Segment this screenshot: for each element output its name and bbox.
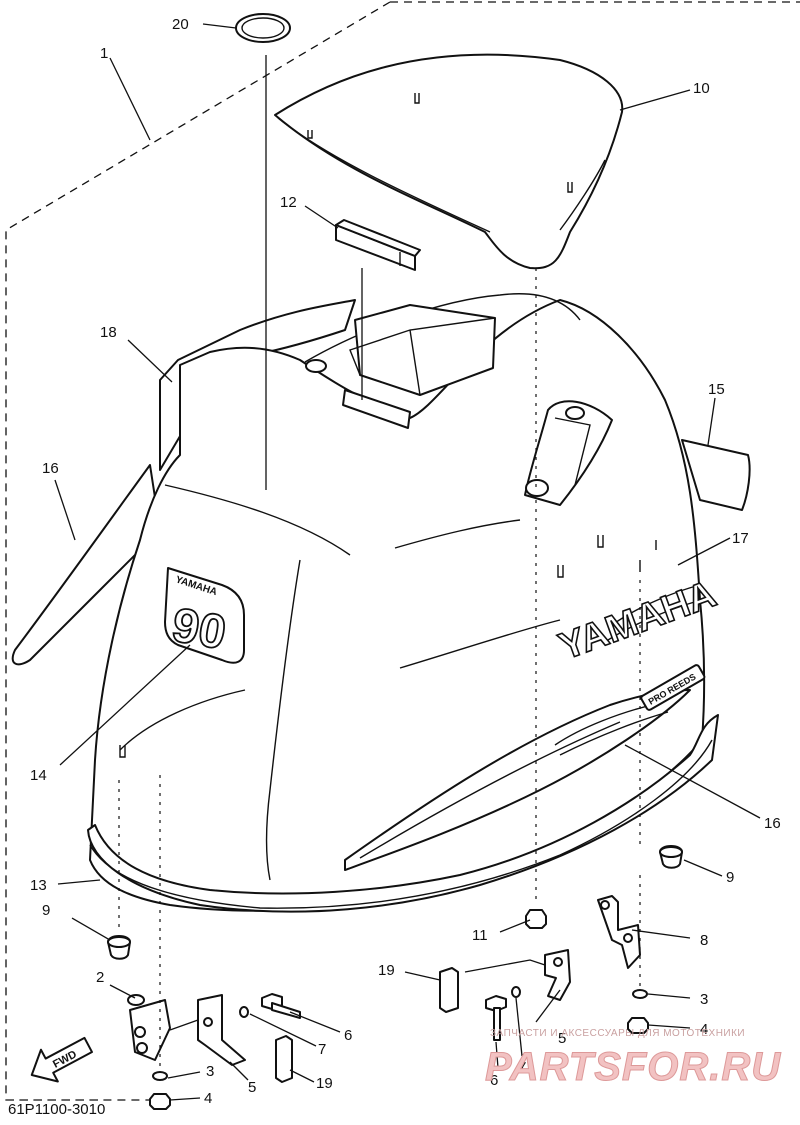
grommet-part-9-left xyxy=(107,935,131,960)
callout-9-right: 9 xyxy=(726,869,734,886)
rubber-strip-part-19-right xyxy=(439,967,459,1013)
callout-9-left: 9 xyxy=(42,902,50,919)
callout-6-right: 6 xyxy=(490,1072,498,1089)
callout-3-left: 3 xyxy=(206,1063,214,1080)
callout-16-right: 16 xyxy=(764,815,781,832)
callout-11: 11 xyxy=(472,927,488,944)
callouts: 20 1 10 12 18 15 16 17 14 16 13 9 9 11 8… xyxy=(30,16,781,1107)
callout-19-right: 19 xyxy=(378,962,395,979)
callout-4-left: 4 xyxy=(204,1090,212,1107)
callout-15: 15 xyxy=(708,381,725,398)
callout-16-left: 16 xyxy=(42,460,59,477)
callout-12: 12 xyxy=(280,194,297,211)
seal-part-12 xyxy=(335,219,421,271)
washer-part-7-left xyxy=(239,1006,249,1018)
screw-part-6-right xyxy=(485,995,507,1041)
grommet-part-9-right xyxy=(659,845,683,869)
leader-lines xyxy=(54,23,761,1101)
watermark-tagline: ЗАПЧАСТИ И АКСЕССУАРЫ ДЛЯ МОТОТЕХНИКИ xyxy=(490,1028,745,1039)
callout-2: 2 xyxy=(96,969,104,986)
assembly-boundary xyxy=(5,1,800,1101)
rubber-strip-part-19-left xyxy=(275,1035,293,1083)
nut-part-4-right xyxy=(627,1017,649,1034)
callout-14: 14 xyxy=(30,767,47,784)
washer-part-3-left xyxy=(152,1071,168,1081)
ring-inner xyxy=(241,17,285,39)
callout-20: 20 xyxy=(172,16,189,33)
callout-4-right: 4 xyxy=(700,1021,708,1038)
bracket-part-8 xyxy=(597,895,641,969)
callout-1: 1 xyxy=(100,45,108,62)
callout-5-right: 5 xyxy=(558,1030,566,1047)
callout-7-left: 7 xyxy=(318,1041,326,1058)
bottom-cowling-part-1 xyxy=(11,293,751,912)
model-decal-part-14: YAMAHA 90 xyxy=(164,567,245,664)
washer-part-7-right xyxy=(511,986,521,998)
callout-8: 8 xyxy=(700,932,708,949)
nut-part-11 xyxy=(525,909,547,929)
nut-part-4-left xyxy=(149,1093,171,1110)
rubber-seal-part-13 xyxy=(87,714,719,913)
washer-part-3-right xyxy=(632,989,648,999)
callout-6-left: 6 xyxy=(344,1027,352,1044)
callout-3-right: 3 xyxy=(700,991,708,1008)
screw-part-6-left xyxy=(261,993,301,1019)
callout-19-left: 19 xyxy=(316,1075,333,1092)
callout-7-right: 7 xyxy=(518,1059,526,1076)
side-fin-right-part-15 xyxy=(681,439,751,511)
model-number: 90 xyxy=(168,599,230,660)
diagram-code: 61P1100-3010 xyxy=(8,1101,105,1118)
callout-17: 17 xyxy=(732,530,749,547)
assembly-lines xyxy=(118,55,641,1070)
top-cover-part-10 xyxy=(274,53,624,270)
watermark-logo: PARTSFOR.RU xyxy=(485,1045,781,1089)
fwd-arrow-icon: FWD xyxy=(30,1036,94,1083)
callout-5-left: 5 xyxy=(248,1079,256,1096)
bracket-part-2 xyxy=(127,994,171,1061)
callout-13: 13 xyxy=(30,877,47,894)
side-blade-left-part-16 xyxy=(11,464,161,666)
hook-part-5-left xyxy=(197,994,246,1066)
callout-18: 18 xyxy=(100,324,117,341)
callout-10: 10 xyxy=(693,80,710,97)
